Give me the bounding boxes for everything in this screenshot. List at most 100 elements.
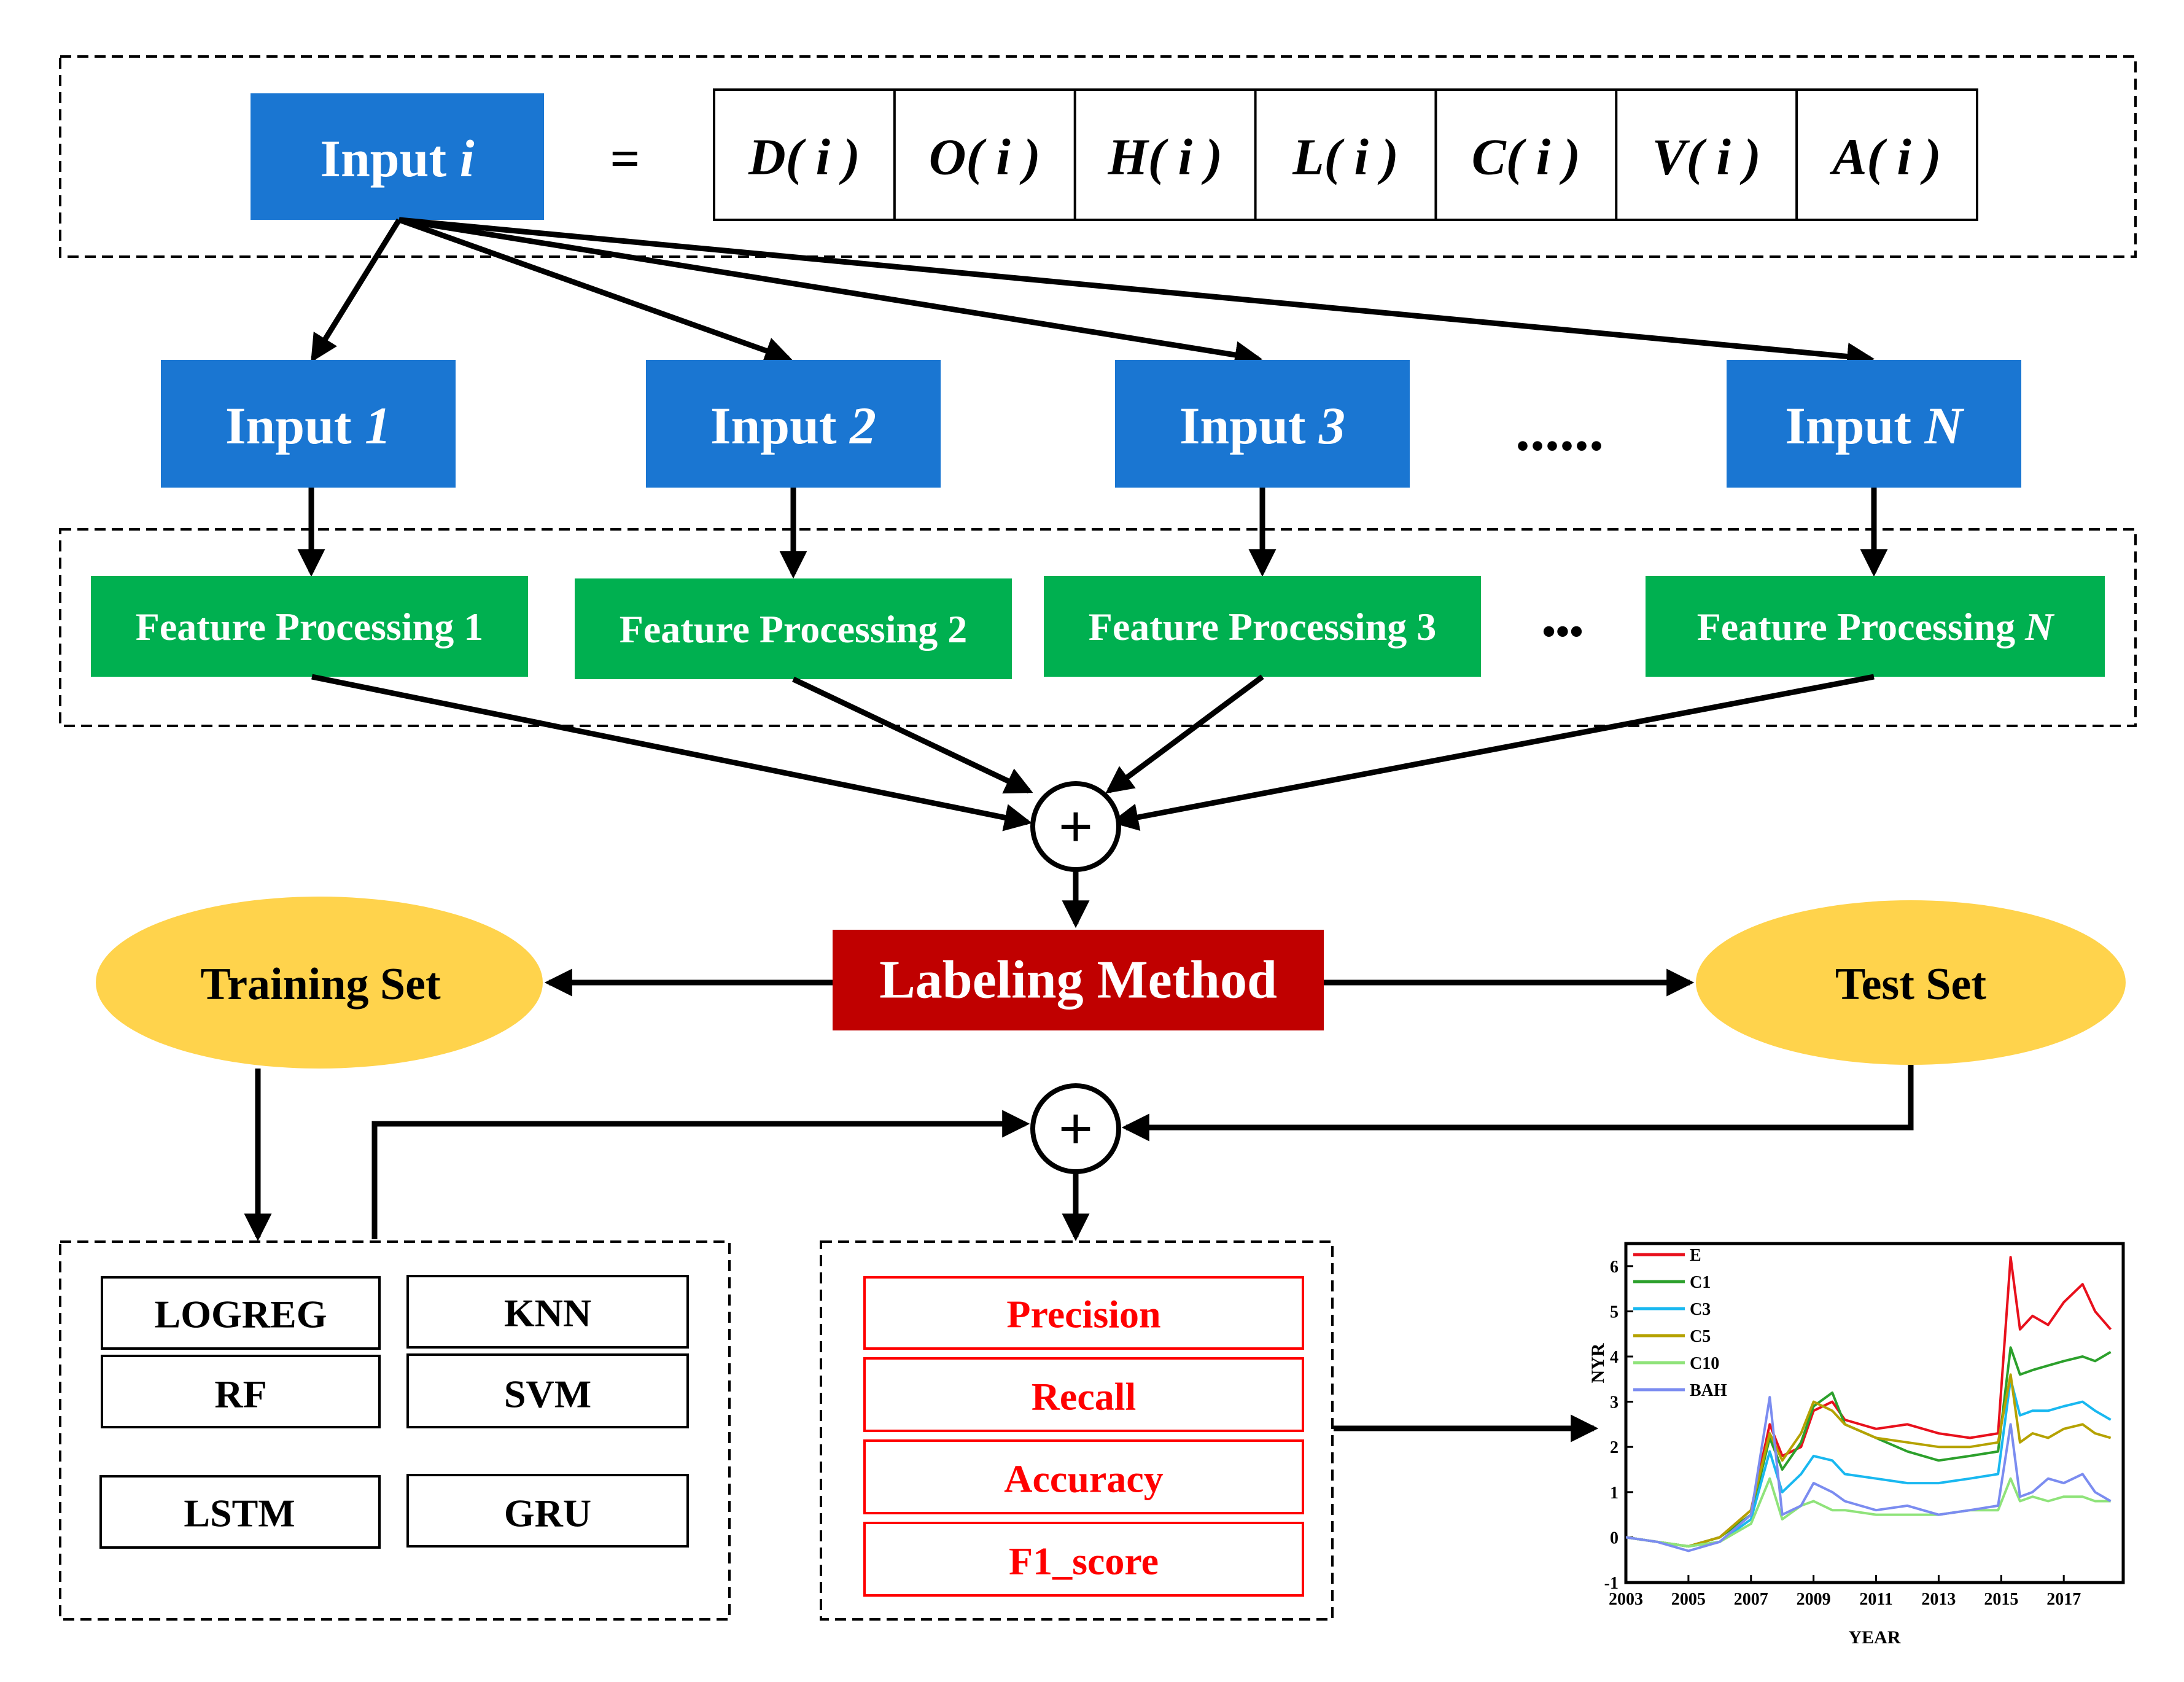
input-i-label: Input i [321, 129, 475, 188]
svg-text:RF: RF [214, 1372, 266, 1416]
y-tick-label: 1 [1610, 1484, 1619, 1503]
component-cell: C( i ) [1472, 129, 1580, 186]
component-cell: V( i ) [1652, 129, 1761, 186]
y-tick-label: 6 [1610, 1258, 1619, 1277]
metric-f1-score: F1_score [863, 1522, 1304, 1597]
feature-processing-group [59, 528, 2137, 727]
component-cell: L( i ) [1292, 129, 1399, 186]
component-cell: O( i ) [929, 129, 1041, 186]
x-tick-label: 2007 [1734, 1590, 1768, 1609]
input-2-box: Input 2 [646, 360, 941, 488]
arrow-test-to-combiner [1121, 1065, 1914, 1142]
legend-label: C5 [1690, 1327, 1711, 1346]
svg-text:Input 1: Input 1 [225, 396, 391, 455]
models-group [59, 1240, 731, 1621]
y-tick-label: 3 [1610, 1393, 1619, 1412]
svg-text:Input N: Input N [1785, 396, 1964, 455]
svg-text:Feature Processing 3: Feature Processing 3 [1089, 605, 1436, 648]
arrow-models-to-combiner [371, 1110, 1030, 1239]
model-svm: SVM [406, 1353, 689, 1428]
x-tick-label: 2017 [2046, 1590, 2081, 1609]
svg-text:Recall: Recall [1032, 1375, 1137, 1419]
input-1-box: Input 1 [161, 360, 456, 488]
svg-text:Input 2: Input 2 [710, 396, 876, 455]
x-tick-label: 2015 [1984, 1590, 2018, 1609]
series-line-bah [1626, 1396, 2112, 1552]
svg-text:LOGREG: LOGREG [155, 1293, 327, 1336]
combine-node-top: + [1030, 781, 1121, 872]
svg-text:Feature Processing 2: Feature Processing 2 [620, 607, 967, 651]
model-lstm: LSTM [99, 1475, 381, 1549]
legend-label: C1 [1690, 1273, 1711, 1292]
feature-processing-n-box: Feature Processing N [1646, 576, 2105, 677]
svg-text:Labeling Method: Labeling Method [879, 951, 1277, 1010]
svg-text:SVM: SVM [504, 1372, 591, 1416]
svg-text:GRU: GRU [504, 1492, 591, 1535]
svg-text:Feature Processing 1: Feature Processing 1 [136, 605, 483, 648]
test-set-ellipse: Test Set [1696, 900, 2126, 1065]
feature-processing-2-box: Feature Processing 2 [575, 578, 1012, 679]
series-line-c5 [1626, 1373, 2112, 1548]
x-tick-label: 2013 [1921, 1590, 1956, 1609]
x-tick-label: 2011 [1859, 1590, 1892, 1609]
arrow-fpn-to-combiner [1110, 674, 1875, 831]
y-tick-label: -1 [1604, 1574, 1619, 1593]
series-line-c3 [1626, 1377, 2112, 1548]
feature-processing-1-box: Feature Processing 1 [91, 576, 528, 677]
svg-text:LSTM: LSTM [184, 1492, 295, 1535]
svg-text:Test Set: Test Set [1835, 959, 1986, 1010]
legend-label: E [1690, 1246, 1701, 1265]
chart-xlabel: YEAR [1848, 1627, 1900, 1648]
metrics-group [820, 1240, 1334, 1621]
input-components-table: D( i ) O( i ) H( i ) L( i ) C( i ) V( i ) A( i… [713, 88, 1978, 221]
input-n-box: Input N [1727, 360, 2021, 488]
svg-text:F1_score: F1_score [1009, 1540, 1159, 1583]
metric-accuracy: Accuracy [863, 1439, 1304, 1514]
inputs-ellipsis: ...... [1515, 397, 1604, 463]
arrow-fp2-to-combiner [792, 676, 1033, 794]
svg-text:+: + [1059, 1095, 1094, 1163]
arrow-fp3-to-combiner [1105, 674, 1264, 794]
metric-precision: Precision [863, 1276, 1304, 1350]
training-set-ellipse: Training Set [96, 897, 543, 1069]
model-knn: KNN [406, 1275, 689, 1349]
svg-text:Input 3: Input 3 [1179, 396, 1345, 455]
arrow-fp1-to-combiner [311, 674, 1033, 831]
arrow-to-input-n [398, 217, 1875, 370]
chart-frame [1624, 1242, 2125, 1584]
component-cell: A( i ) [1829, 129, 1941, 186]
svg-text:Feature Processing N: Feature Processing N [1697, 605, 2055, 648]
combine-node-bottom: + [1030, 1083, 1121, 1174]
feature-processing-3-box: Feature Processing 3 [1044, 576, 1481, 677]
model-logreg: LOGREG [101, 1276, 381, 1350]
arrow-to-input-1 [311, 218, 402, 363]
component-cell: D( i ) [748, 129, 860, 186]
input-i-box: Input i [251, 93, 544, 220]
arrow-to-input-2 [398, 217, 793, 364]
x-tick-label: 2009 [1797, 1590, 1831, 1609]
svg-text:Precision: Precision [1006, 1293, 1160, 1336]
y-tick-label: 2 [1610, 1438, 1619, 1457]
svg-text:Accuracy: Accuracy [1004, 1457, 1163, 1501]
arrow-to-input-3 [398, 217, 1263, 369]
model-gru: GRU [406, 1474, 689, 1548]
y-tick-label: 0 [1610, 1528, 1619, 1548]
feature-ellipsis: ••• [1542, 610, 1583, 653]
input-3-box: Input 3 [1115, 360, 1410, 488]
metric-recall: Recall [863, 1357, 1304, 1432]
input-vector-group [59, 55, 2137, 258]
legend-label: C3 [1690, 1300, 1711, 1319]
series-line-c10 [1626, 1477, 2111, 1548]
legend-label: BAH [1690, 1381, 1727, 1400]
y-tick-label: 5 [1610, 1302, 1619, 1322]
component-cell: H( i ) [1107, 129, 1222, 186]
svg-text:Training Set: Training Set [200, 959, 441, 1010]
svg-text:+: + [1059, 793, 1094, 861]
legend-label: C10 [1690, 1354, 1719, 1373]
equals-sign: = [610, 129, 640, 188]
y-tick-label: 4 [1610, 1348, 1619, 1367]
svg-text:KNN: KNN [504, 1291, 591, 1335]
